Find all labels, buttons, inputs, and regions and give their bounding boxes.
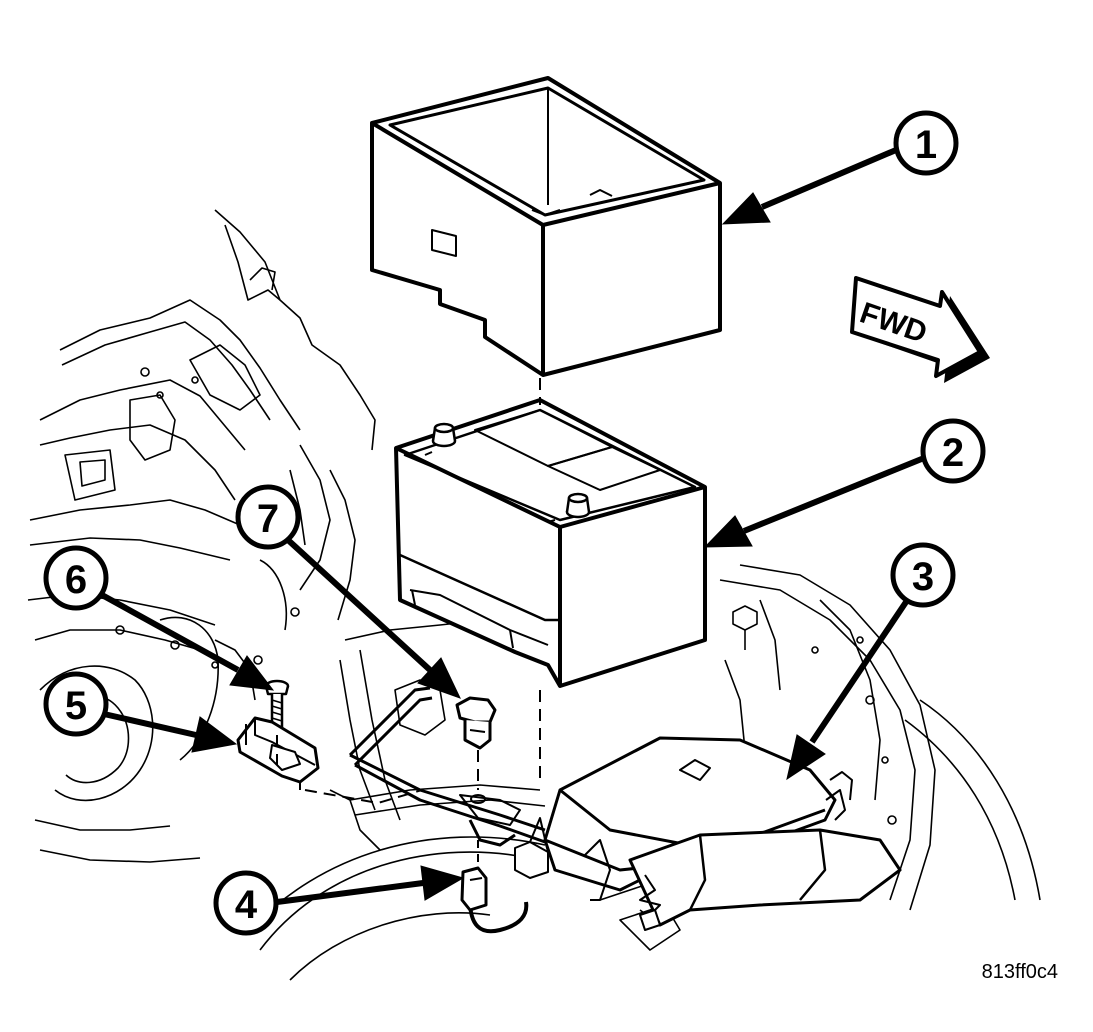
callout-6: 6 <box>43 545 109 611</box>
leader-line-1 <box>760 147 898 210</box>
callout-3-label: 3 <box>912 555 934 599</box>
leader-arrowhead-5 <box>191 716 238 753</box>
leader-arrowhead-7 <box>417 657 461 699</box>
figure-reference-number: 813ff0c4 <box>982 961 1058 983</box>
leader-line-3 <box>809 600 909 744</box>
tray-mounting-rod <box>348 686 546 847</box>
callout-3: 3 <box>890 542 956 608</box>
leader-line-4 <box>276 880 424 905</box>
fwd-arrow-body <box>850 276 982 378</box>
leader-line-5 <box>103 711 197 738</box>
forward-direction-arrow: FWD <box>850 276 990 383</box>
callout-2-label: 2 <box>942 431 964 475</box>
push-pin-fastener <box>455 696 497 804</box>
leader-arrowhead-2 <box>703 515 753 548</box>
callout-circles: 1 2 3 4 5 6 7 <box>43 110 986 936</box>
ground-cable <box>460 840 529 934</box>
battery-tray <box>514 736 902 931</box>
callout-1-label: 1 <box>915 123 937 167</box>
callout-5-label: 5 <box>65 684 87 728</box>
callout-4: 4 <box>213 870 279 936</box>
leader-line-2 <box>742 455 926 534</box>
battery-thermal-shield <box>370 76 722 377</box>
leader-line-6 <box>100 592 240 673</box>
callout-7: 7 <box>235 484 301 550</box>
leader-arrowhead-6 <box>229 655 275 691</box>
callout-7-label: 7 <box>257 497 279 541</box>
alignment-lines <box>276 378 541 805</box>
callout-5: 5 <box>43 671 109 737</box>
callout-2: 2 <box>920 418 986 484</box>
leader-arrowhead-4 <box>420 865 465 901</box>
leader-arrowhead-3 <box>786 734 826 781</box>
leader-lines <box>100 147 926 905</box>
leader-arrowhead-1 <box>721 192 771 225</box>
callout-1: 1 <box>893 110 959 176</box>
leader-line-7 <box>285 537 433 673</box>
callout-4-label: 4 <box>235 883 258 927</box>
battery <box>394 398 707 688</box>
callout-6-label: 6 <box>65 558 87 602</box>
